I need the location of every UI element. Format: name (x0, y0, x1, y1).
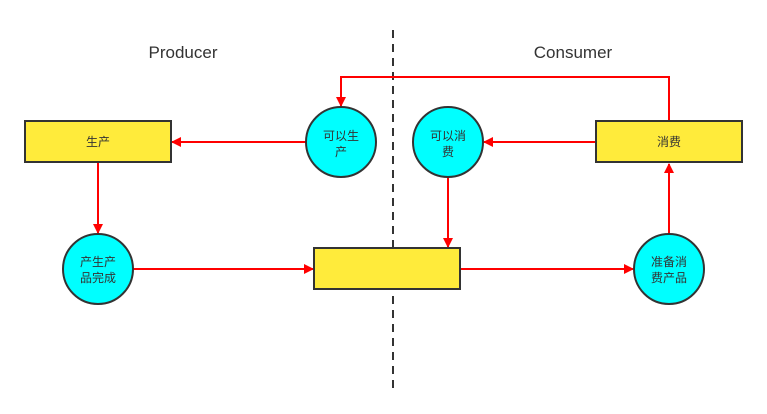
edges (93, 76, 674, 274)
can-consume-circle (412, 106, 484, 178)
node-produced[interactable]: 产生产 品完成 (62, 233, 134, 305)
consumer-title: Consumer (534, 43, 613, 62)
produced-label-line1: 产生产 (80, 255, 116, 269)
node-can-consume[interactable]: 可以消 费 (412, 106, 484, 178)
node-ready-consume[interactable]: 准备消 费产品 (633, 233, 705, 305)
can-produce-label-line2: 产 (335, 145, 347, 159)
ready-consume-label-line2: 费产品 (651, 271, 687, 285)
produced-circle (62, 233, 134, 305)
produce-rect (24, 120, 172, 163)
buffer-rect (313, 247, 461, 290)
produced-label-line2: 品完成 (80, 270, 116, 285)
can-produce-label-line1: 可以生 (323, 129, 359, 143)
edge-consume-to-can-produce (336, 76, 670, 121)
can-produce-circle (305, 106, 377, 178)
produce-label: 生产 (86, 135, 110, 149)
can-consume-label-line2: 费 (442, 145, 454, 159)
producer-title: Producer (149, 43, 218, 62)
node-produce[interactable]: 生产 (24, 120, 172, 163)
ready-consume-circle (633, 233, 705, 305)
consume-rect (595, 120, 743, 163)
node-can-produce[interactable]: 可以生 产 (305, 106, 377, 178)
consume-label: 消费 (657, 135, 681, 149)
can-consume-label-line1: 可以消 (430, 129, 466, 143)
ready-consume-label-line1: 准备消 (651, 255, 687, 269)
node-buffer[interactable] (313, 247, 461, 290)
node-consume[interactable]: 消费 (595, 120, 743, 163)
